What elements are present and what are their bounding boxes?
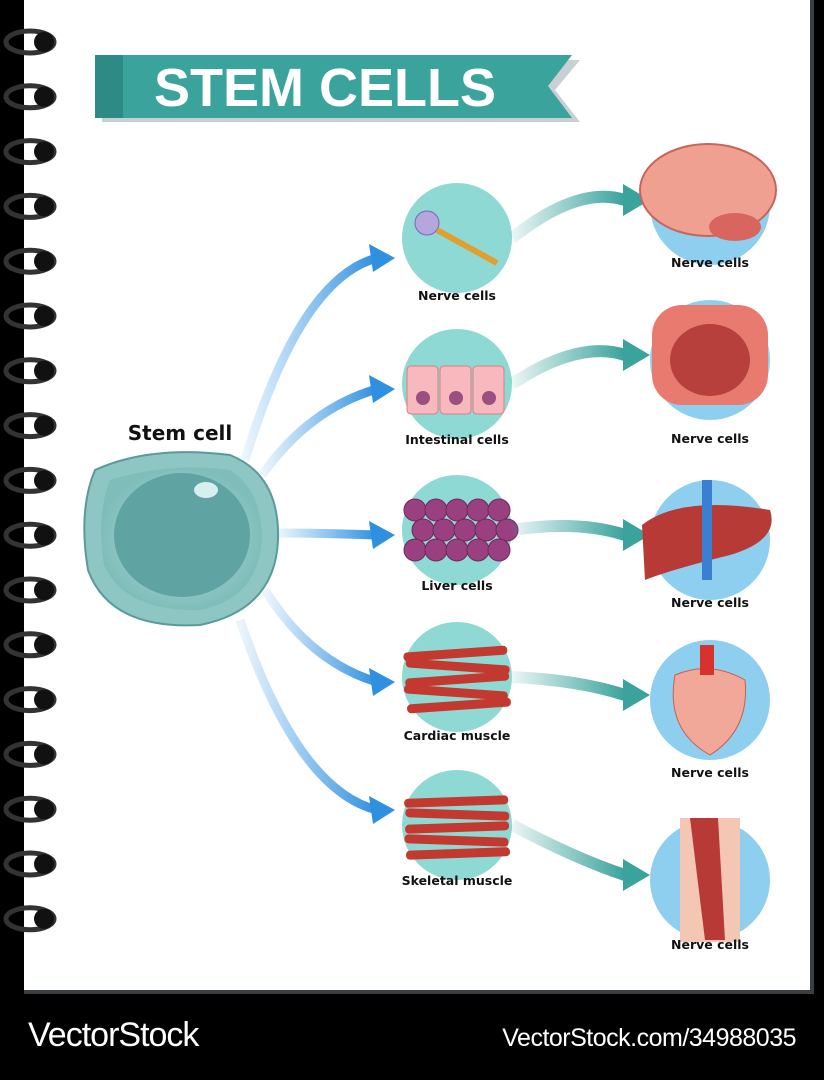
- blue-arrow: [235, 618, 379, 815]
- leg-muscle-icon: [680, 818, 740, 942]
- organ-label: Nerve cells: [671, 765, 749, 780]
- arrow-head-icon: [369, 375, 395, 403]
- arrow-head-icon: [623, 339, 650, 371]
- teal-arrow: [511, 671, 627, 701]
- liver-cells-icon: [403, 498, 519, 562]
- ring-hole: [34, 580, 54, 600]
- cell-type-label: Liver cells: [421, 578, 492, 593]
- spiral-binding: [3, 28, 57, 933]
- arrow-head-icon: [369, 244, 395, 272]
- teal-arrow: [509, 819, 627, 881]
- organ-label: Nerve cells: [671, 255, 749, 270]
- arrow-head-icon: [623, 184, 650, 216]
- watermark-brand: VectorStock: [28, 1016, 199, 1054]
- ring-hole: [34, 141, 54, 162]
- teal-arrow: [508, 190, 627, 243]
- ring-hole: [34, 854, 54, 874]
- blue-arrow: [277, 528, 378, 540]
- skeletal-muscle-icon: [404, 795, 510, 860]
- stem-cell-label: Stem cell: [128, 421, 232, 445]
- blue-arrow: [261, 587, 379, 687]
- footer-bar: VectorStock VectorStock.com/34988035: [0, 996, 824, 1080]
- arrow-head-icon: [623, 859, 650, 891]
- page-title: STEM CELLS: [154, 58, 496, 118]
- ring-hole: [34, 634, 54, 655]
- stem-cell-icon: [83, 451, 280, 627]
- cell-type-label: Skeletal muscle: [402, 873, 513, 888]
- brain-icon: [639, 143, 777, 241]
- liver-icon: [642, 480, 772, 580]
- ring-hole: [34, 908, 54, 929]
- ring-hole: [34, 525, 54, 546]
- watermark-url: VectorStock.com/34988035: [502, 1024, 796, 1052]
- organ-label: Nerve cells: [671, 937, 749, 952]
- teal-arrow: [508, 345, 627, 390]
- arrow-head-icon: [623, 519, 650, 551]
- cell-type-label: Cardiac muscle: [404, 728, 511, 743]
- blue-arrow: [240, 253, 379, 462]
- ring-hole: [34, 360, 54, 381]
- blue-arrow: [258, 384, 379, 478]
- cell-type-label: Nerve cells: [418, 288, 496, 303]
- cardiac-muscle-icon: [403, 645, 511, 714]
- ring-hole: [34, 251, 54, 272]
- ring-hole: [34, 86, 54, 107]
- intestinal-cells-icon: [406, 365, 505, 415]
- ring-hole: [34, 306, 54, 326]
- title-banner: STEM CELLS: [95, 55, 580, 122]
- arrow-head-icon: [369, 668, 395, 696]
- ring-hole: [34, 689, 54, 710]
- arrow-head-icon: [369, 521, 395, 549]
- ring-hole: [34, 799, 54, 820]
- ring-hole: [34, 196, 54, 217]
- ring-hole: [34, 415, 54, 436]
- organ-label: Nerve cells: [671, 431, 749, 446]
- arrow-head-icon: [623, 679, 650, 711]
- cell-type-label: Intestinal cells: [405, 432, 509, 447]
- heart-icon: [672, 645, 747, 756]
- ring-hole: [34, 470, 54, 491]
- neuron-icon: [414, 210, 499, 266]
- teal-arrow: [511, 520, 627, 541]
- organ-label: Nerve cells: [671, 595, 749, 610]
- ring-hole: [34, 744, 54, 765]
- intestine-icon: [652, 305, 768, 405]
- arrow-head-icon: [369, 796, 395, 824]
- ring-hole: [34, 32, 54, 52]
